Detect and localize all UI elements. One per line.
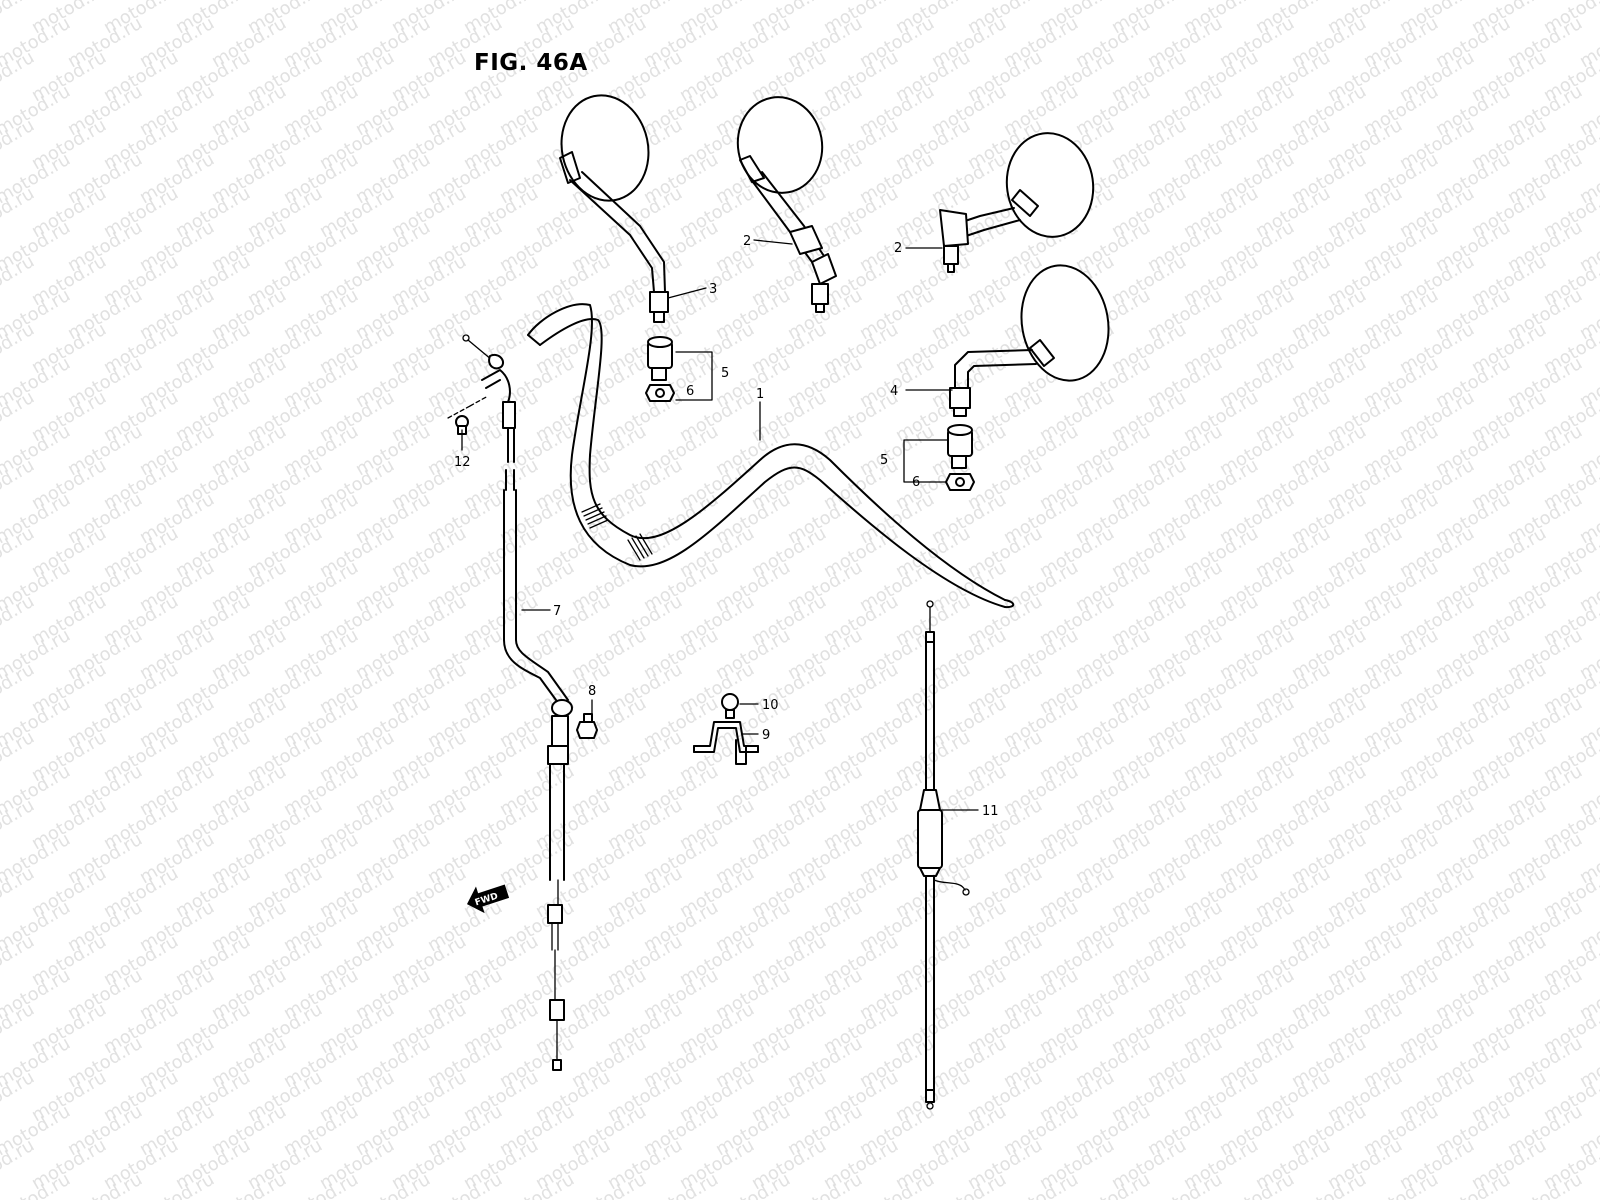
callout-5-left: 5 [721, 366, 729, 381]
callout-4: 4 [890, 384, 898, 399]
callout-12: 12 [454, 455, 471, 470]
callout-10: 10 [762, 698, 779, 713]
bolt-part-10 [721, 693, 739, 719]
forward-arrow-icon: FWD [466, 884, 510, 914]
callout-labels: 1 2 2 3 4 5 6 5 6 7 8 9 10 11 12 [454, 234, 999, 819]
watermark-text: motod.ru [1576, 0, 1600, 4]
callout-2-right: 2 [894, 241, 902, 256]
callout-7: 7 [553, 604, 561, 619]
callout-6-right: 6 [912, 475, 920, 490]
mirror-middle-part-2 [736, 96, 837, 313]
callout-2-middle: 2 [743, 234, 751, 249]
callout-9: 9 [762, 728, 770, 743]
throttle-cable-part-7 [447, 334, 573, 1071]
callout-8: 8 [588, 684, 596, 699]
callout-1: 1 [756, 387, 764, 402]
mirror-left-part-3 [559, 94, 669, 323]
handlebar-part-1 [527, 303, 1015, 609]
clutch-cable-part-11 [917, 600, 970, 1110]
mirror-right-part-2 [939, 132, 1095, 273]
clamp-part-9 [693, 721, 759, 765]
adapter-set-right [945, 424, 975, 491]
callout-6-left: 6 [686, 384, 694, 399]
adapter-set-left [645, 336, 675, 402]
callout-11: 11 [982, 804, 999, 819]
mirror-right-part-4 [949, 264, 1110, 417]
callout-5-right: 5 [880, 453, 888, 468]
screw-part-8 [576, 713, 598, 739]
callout-3: 3 [709, 282, 717, 297]
